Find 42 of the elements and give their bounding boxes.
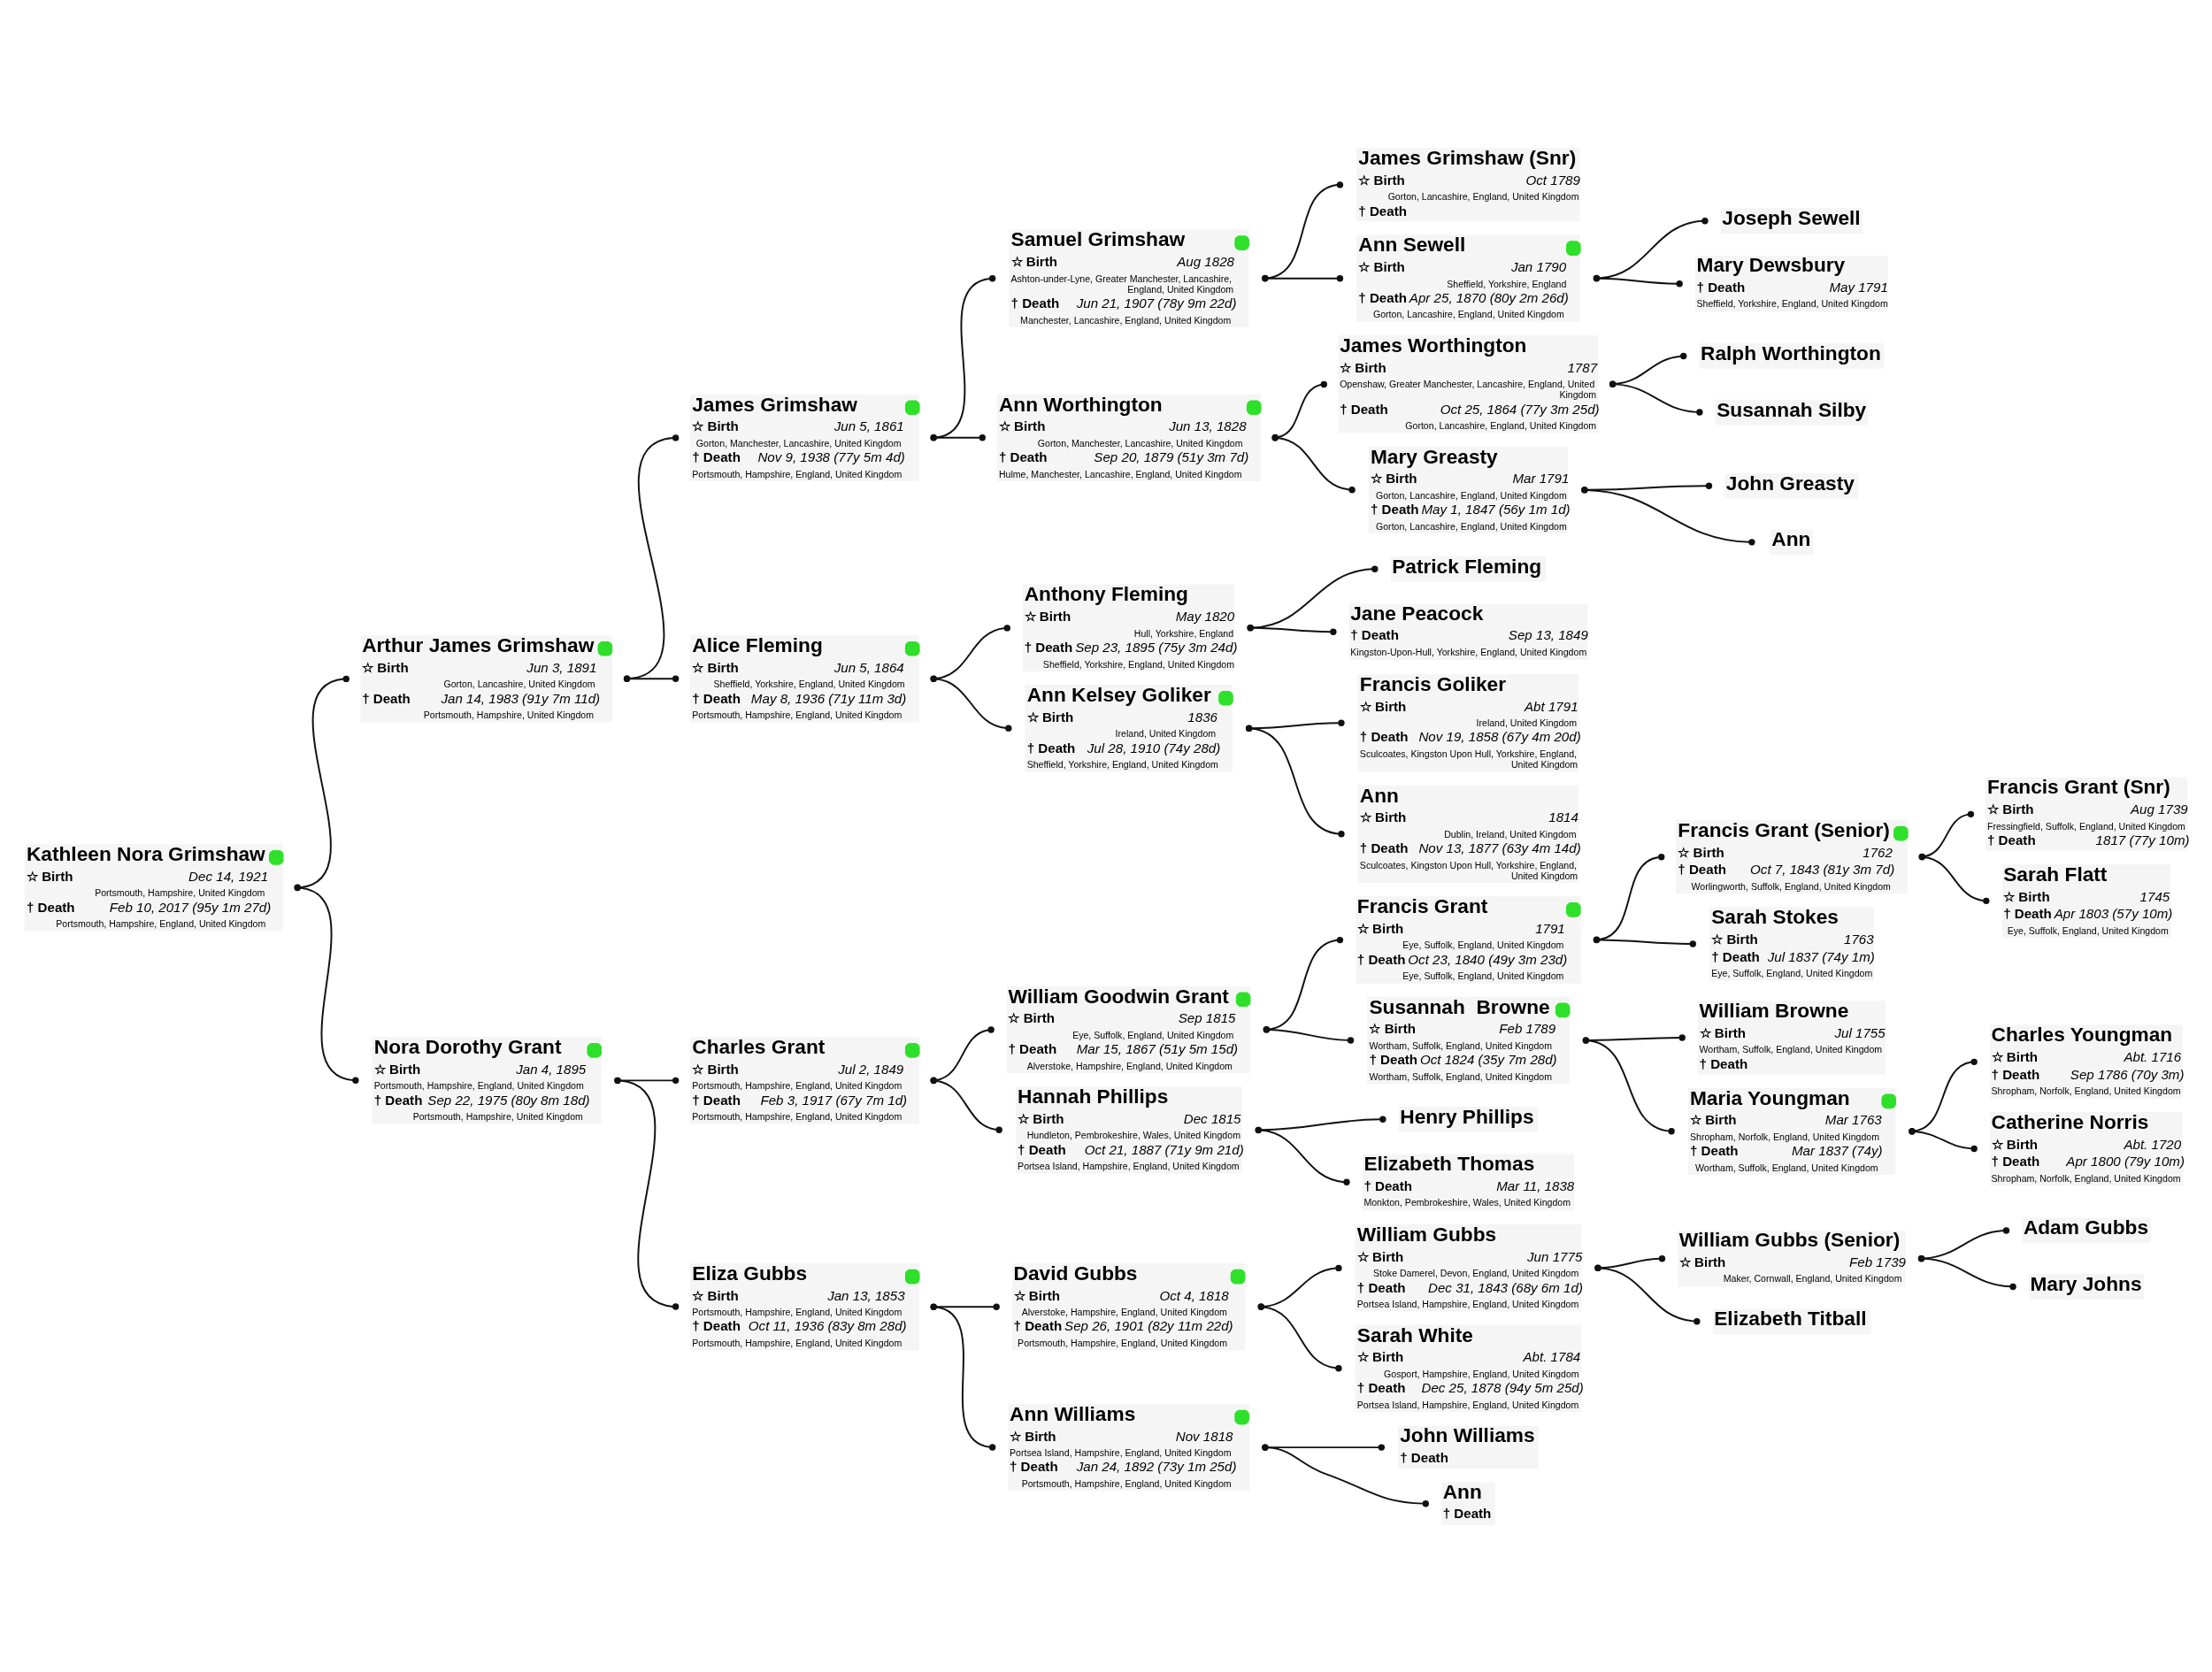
connector [1594, 1264, 1701, 1324]
connector [623, 433, 680, 682]
connector [930, 433, 986, 441]
connector [1255, 1126, 1350, 1185]
connector [1582, 1036, 1675, 1134]
connector [1594, 1254, 1666, 1271]
connector [1262, 274, 1344, 281]
connector [1257, 1264, 1342, 1310]
connector [1593, 274, 1683, 287]
connector [1917, 1226, 2010, 1262]
connector [1609, 352, 1687, 387]
connector [623, 675, 680, 682]
connector [1257, 1303, 1342, 1371]
connector [930, 274, 996, 441]
connector [1245, 725, 1345, 837]
connector [930, 624, 1010, 682]
connector [930, 1302, 1000, 1310]
connector [614, 1077, 680, 1084]
connector [294, 884, 359, 1084]
connector [1917, 1254, 2016, 1290]
connector [1593, 936, 1696, 947]
connector [1245, 719, 1345, 732]
connector [1581, 486, 1755, 546]
connector [930, 1077, 1002, 1133]
connector [1918, 853, 1990, 904]
connector [1593, 217, 1709, 281]
connector [1609, 380, 1703, 416]
connector [1918, 810, 1975, 860]
connector [1247, 565, 1379, 631]
connector [1262, 1443, 1386, 1451]
connector [930, 1025, 995, 1084]
connector [930, 675, 1012, 732]
connector [614, 1077, 680, 1310]
connector [1262, 1444, 1430, 1507]
connector [1582, 1033, 1686, 1044]
connector [1255, 1116, 1386, 1133]
connector [294, 675, 349, 891]
connector [1581, 482, 1713, 494]
connector [930, 1303, 996, 1451]
connector [1247, 624, 1337, 635]
connector [1593, 853, 1665, 943]
connector [1262, 180, 1344, 281]
